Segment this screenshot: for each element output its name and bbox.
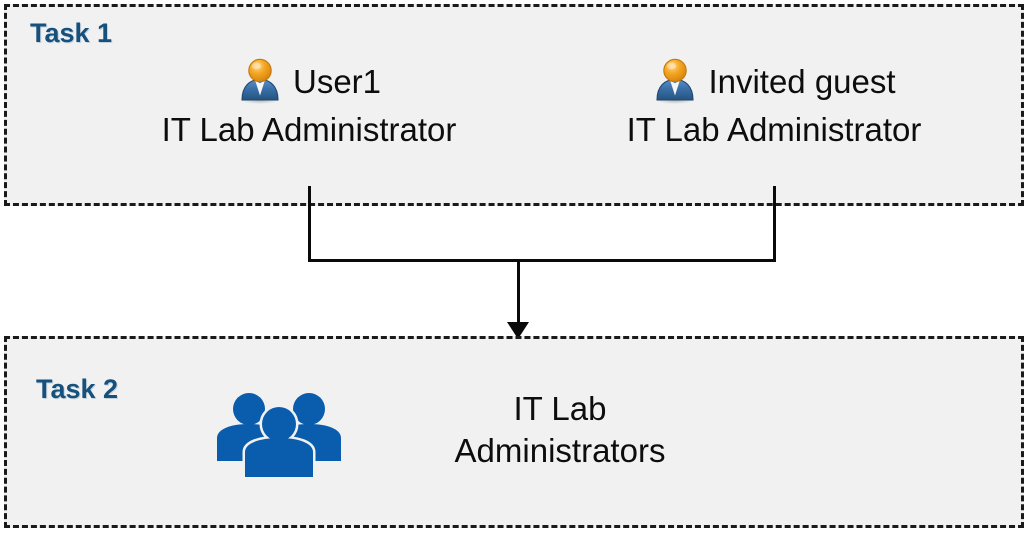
person-name-row: Invited guest <box>564 56 984 108</box>
connector-horizontal-line <box>308 259 776 262</box>
task2-container <box>4 336 1024 528</box>
connector-left-vertical-line <box>308 186 311 262</box>
person-name: User1 <box>292 63 382 100</box>
group-name-line1: IT Lab <box>513 390 607 427</box>
task1-label: Task 1 <box>30 18 113 48</box>
group-name-line2: Administrators <box>454 432 666 469</box>
person-role: IT Lab Administrator <box>161 111 457 148</box>
task1-container <box>4 4 1024 206</box>
person-name: Invited guest <box>708 63 896 100</box>
connector-right-vertical-line <box>773 186 776 262</box>
user-icon <box>652 56 698 109</box>
group-name-label: IT Lab Administrators <box>400 388 720 472</box>
connector-down-vertical-line <box>517 259 520 327</box>
person-name-row: User1 <box>99 56 519 108</box>
group-of-users-icon <box>216 388 342 483</box>
user-icon <box>237 56 283 109</box>
task2-label: Task 2 <box>36 374 119 404</box>
person-entry-user1: User1 IT Lab Administrator <box>99 56 519 150</box>
down-arrow-icon <box>507 322 529 339</box>
person-entry-invited-guest: Invited guest IT Lab Administrator <box>564 56 984 150</box>
person-role: IT Lab Administrator <box>626 111 922 148</box>
